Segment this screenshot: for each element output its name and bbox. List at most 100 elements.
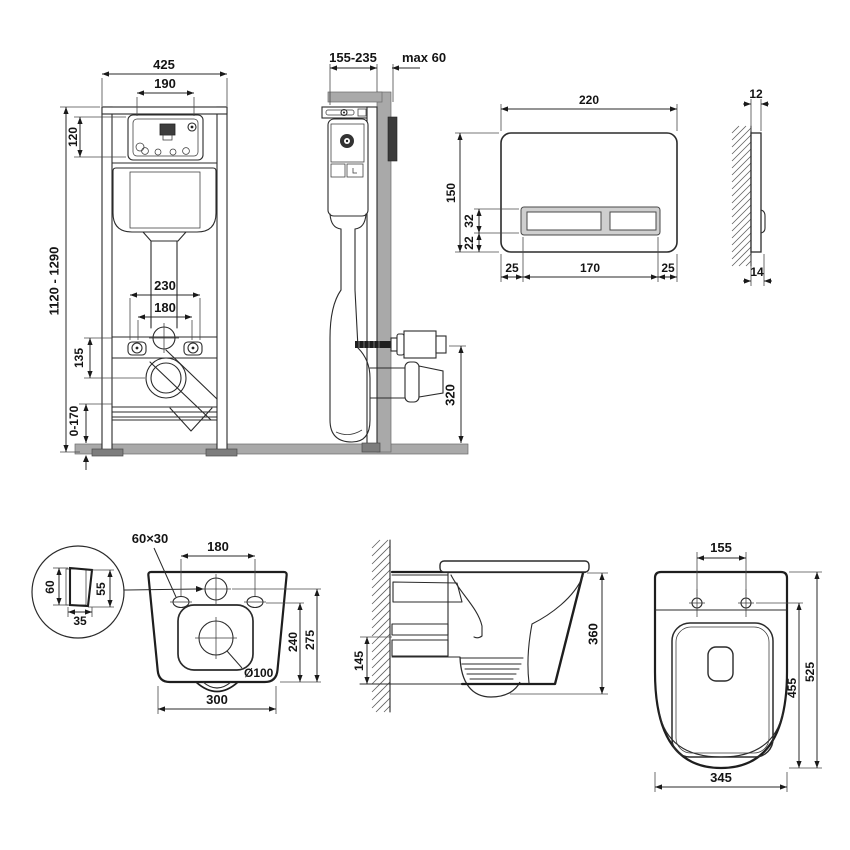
svg-text:55: 55 xyxy=(94,582,108,596)
bowl-outline xyxy=(147,570,288,684)
detail-leader xyxy=(123,588,198,591)
seat-opening-outer xyxy=(671,622,774,758)
dim-plate-bottom-margins: 25 170 25 xyxy=(500,237,678,282)
detail-circle xyxy=(31,545,125,639)
dim-foot-adjust: 0-170 xyxy=(67,403,112,470)
svg-text:32: 32 xyxy=(462,214,476,228)
flush-plate-side-view: 12 14 xyxy=(731,87,772,286)
top-bracket-rail xyxy=(327,91,383,103)
dim-plate-height: 150 xyxy=(444,132,499,253)
flush-plate-front-view: 220 150 32 22 25 170 25 xyxy=(444,93,678,282)
dim-bowl-width: 300 xyxy=(157,686,277,714)
svg-text:155: 155 xyxy=(710,540,732,555)
dim-drain-drop: 135 xyxy=(72,337,145,379)
svg-text:25: 25 xyxy=(661,261,675,275)
dim-bowl-depth-overall: 525 xyxy=(789,571,822,769)
seat-lid xyxy=(439,560,590,573)
floor xyxy=(74,443,469,455)
svg-text:230: 230 xyxy=(154,278,176,293)
dim-frame-height: 1120 - 1290 xyxy=(47,106,100,453)
svg-text:120: 120 xyxy=(66,127,80,147)
dim-drain-diameter: Ø100 xyxy=(226,650,274,680)
svg-text:170: 170 xyxy=(580,261,600,275)
dim-detail-depth: 35 xyxy=(67,607,93,628)
svg-text:145: 145 xyxy=(352,651,366,671)
access-window xyxy=(127,114,204,161)
frame-front-view: 425 190 120 1120 - 1290 230 xyxy=(47,57,238,470)
svg-text:60: 60 xyxy=(43,580,57,594)
cistern-front xyxy=(112,167,217,233)
flush-button-large xyxy=(526,211,602,231)
svg-text:150: 150 xyxy=(444,183,458,203)
svg-text:35: 35 xyxy=(73,614,87,628)
dim-wall-thickness: max 60 xyxy=(392,50,446,102)
svg-text:275: 275 xyxy=(303,630,317,650)
svg-text:25: 25 xyxy=(505,261,519,275)
dim-overall-width: 425 xyxy=(101,57,228,106)
inlet-pipe xyxy=(355,341,391,348)
svg-text:455: 455 xyxy=(785,678,799,698)
dim-plate-thickness-bottom: 14 xyxy=(743,254,772,286)
frame-foot-left xyxy=(91,448,124,457)
dim-outlet-height: 320 xyxy=(443,345,466,443)
dim-bolt-spacing: 180 xyxy=(180,539,256,596)
svg-text:320: 320 xyxy=(443,384,458,406)
svg-text:14: 14 xyxy=(750,265,764,279)
svg-text:0-170: 0-170 xyxy=(67,405,81,436)
dim-plate-thickness-top: 12 xyxy=(743,87,769,131)
svg-text:220: 220 xyxy=(579,93,599,107)
drain-bend xyxy=(329,289,371,443)
bowl-top-view: 155 455 525 345 xyxy=(653,540,822,792)
dim-detail-inner-height: 55 xyxy=(88,569,114,608)
outlet-flange xyxy=(404,361,420,403)
seat-opening-inner xyxy=(675,626,770,754)
bowl-opening xyxy=(177,604,254,671)
dim-detail-outer-height: 60 xyxy=(43,567,68,606)
svg-text:425: 425 xyxy=(153,57,175,72)
drain-socket xyxy=(145,357,187,399)
dim-plate-width: 220 xyxy=(500,93,678,131)
flush-plate-block xyxy=(387,116,398,162)
svg-text:135: 135 xyxy=(72,348,86,368)
dim-bowl-depth-inner: 455 xyxy=(756,602,803,768)
dim-drain-height: 240 xyxy=(266,602,304,682)
dim-bowl-height: 360 xyxy=(510,572,608,695)
svg-text:22: 22 xyxy=(462,236,476,250)
button-bump xyxy=(760,209,766,234)
outlet-top xyxy=(707,646,734,682)
dim-access-height: 120 xyxy=(66,116,126,158)
svg-text:Ø100: Ø100 xyxy=(244,666,274,680)
dim-fixing-outer: 230 xyxy=(129,278,201,340)
cistern-side xyxy=(327,118,369,217)
svg-text:180: 180 xyxy=(207,539,229,554)
svg-text:1120 - 1290: 1120 - 1290 xyxy=(47,247,62,316)
dim-inner-width: 190 xyxy=(136,76,195,116)
dim-bolt-height: 275 xyxy=(232,588,321,683)
wall-hatch-side xyxy=(371,539,391,713)
dim-button-bottom-offset: 22 xyxy=(462,233,482,252)
wall-hatch xyxy=(731,125,752,267)
svg-text:525: 525 xyxy=(803,662,817,682)
frame-side-foot xyxy=(361,442,381,453)
hole-size-callout: 60×30 xyxy=(132,531,169,546)
frame-side-view: 155-235 max 60 320 xyxy=(321,50,466,453)
svg-text:155-235: 155-235 xyxy=(329,50,377,65)
fixing-hole-detail: 60 55 35 xyxy=(31,545,204,639)
svg-text:180: 180 xyxy=(154,300,176,315)
svg-text:360: 360 xyxy=(586,623,601,645)
dim-bowl-top-width: 345 xyxy=(654,770,788,792)
dim-hinge-spacing: 155 xyxy=(696,540,747,596)
dim-button-height: 32 xyxy=(462,208,519,234)
svg-text:345: 345 xyxy=(710,770,732,785)
flush-button-small xyxy=(609,211,657,231)
svg-text:12: 12 xyxy=(749,87,763,101)
dim-fixing-inner: 180 xyxy=(137,300,193,340)
svg-text:300: 300 xyxy=(206,692,228,707)
svg-text:max 60: max 60 xyxy=(402,50,446,65)
plate-profile xyxy=(750,132,762,253)
fixing-bolts xyxy=(127,341,203,356)
svg-text:240: 240 xyxy=(286,632,300,652)
bowl-back-view: 60×30 180 240 275 300 Ø100 xyxy=(132,531,321,714)
bowl-side-view: 145 360 xyxy=(352,539,608,713)
